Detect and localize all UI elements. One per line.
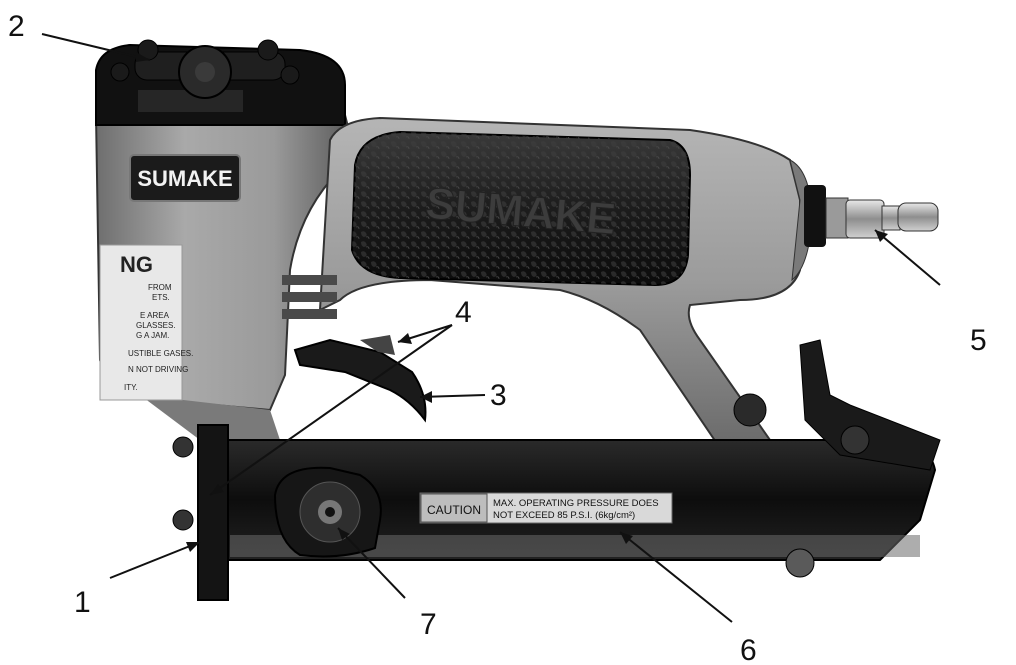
callout-7: 7 (420, 608, 437, 641)
warning-line-5: G A JAM. (136, 331, 169, 340)
warning-line-4: GLASSES. (136, 321, 176, 330)
arrowhead-6 (620, 532, 633, 544)
warning-title: NG (120, 252, 153, 277)
caution-line-2: NOT EXCEED 85 P.S.I. (6kg/cm²) (493, 510, 635, 521)
arrowhead-1 (186, 542, 200, 552)
caution-line-1: MAX. OPERATING PRESSURE DOES (493, 498, 659, 509)
depth-adjust-wheel (273, 466, 382, 558)
warning-line-1: FROM (148, 283, 172, 292)
callout-5: 5 (970, 324, 987, 357)
svg-text:SUMAKE: SUMAKE (137, 166, 232, 191)
caution-label: CAUTION MAX. OPERATING PRESSURE DOES NOT… (419, 492, 673, 524)
brand-badge: SUMAKE (129, 154, 241, 202)
caution-tag: CAUTION (427, 503, 481, 517)
arrowhead-3 (420, 391, 432, 403)
leader-arrowheads (136, 52, 888, 552)
warning-line-2: ETS. (152, 293, 170, 302)
air-fitting (825, 197, 939, 239)
arrowhead-4a (398, 333, 412, 344)
leader-4b (209, 324, 453, 496)
trigger (293, 335, 427, 423)
arrowhead-4b (210, 484, 224, 495)
callout-3: 3 (490, 379, 507, 412)
warning-label: NG FROM ETS. E AREA GLASSES. G A JAM. US… (99, 244, 193, 401)
magazine (172, 339, 941, 601)
warning-line-3: E AREA (140, 311, 170, 320)
leader-7 (337, 527, 406, 599)
leader-6 (619, 531, 733, 623)
callout-6: 6 (740, 634, 757, 665)
arrowhead-7 (338, 528, 350, 540)
warning-line-6: USTIBLE GASES. (128, 349, 193, 358)
rubber-grip: SUMAKE (350, 130, 692, 287)
leader-1 (109, 541, 201, 579)
callout-1: 1 (74, 586, 91, 619)
warning-line-7: N NOT DRIVING (128, 365, 188, 374)
warning-line-8: ITY. (124, 383, 138, 392)
leader-5 (874, 229, 941, 286)
arrowhead-2 (136, 52, 150, 62)
arrowhead-5 (875, 230, 888, 242)
callout-4: 4 (455, 296, 472, 329)
callout-2: 2 (8, 10, 25, 43)
leader-2 (41, 33, 151, 61)
